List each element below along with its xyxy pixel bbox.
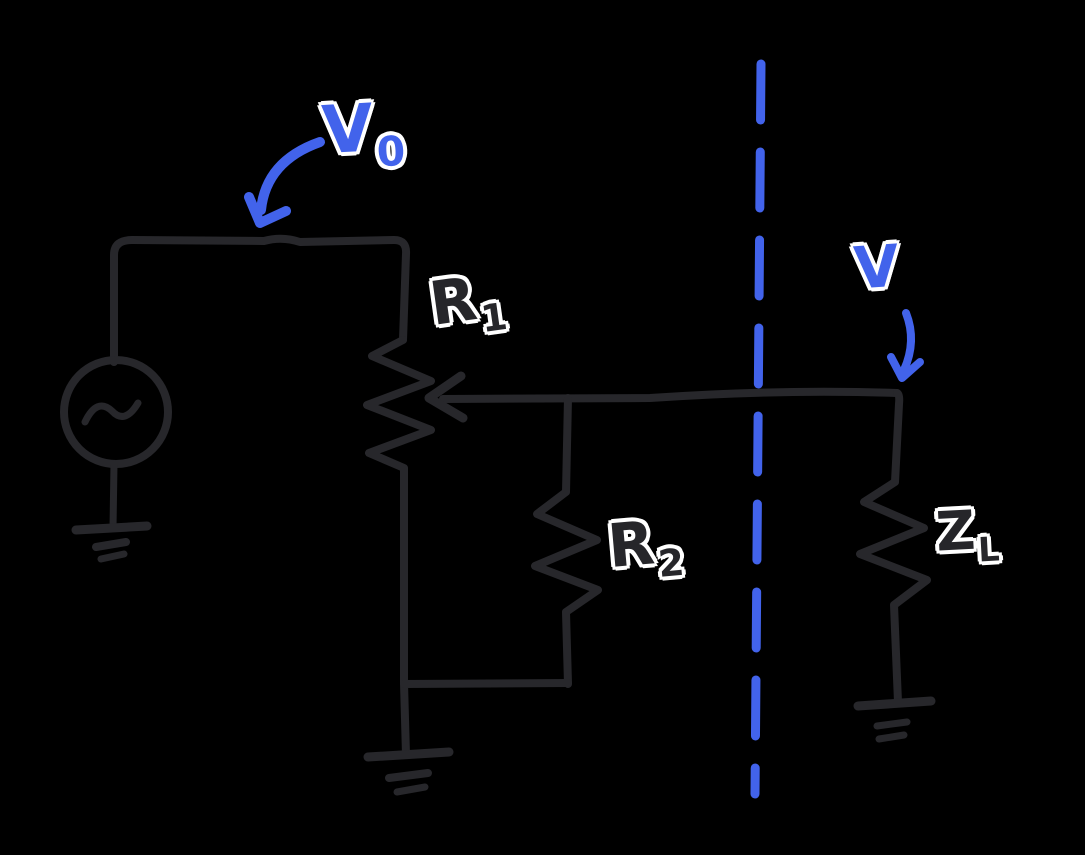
label-r2: R2 — [605, 508, 686, 586]
arrowhead-left — [424, 371, 468, 423]
label-zl-sub: L — [977, 529, 1001, 570]
r2-zigzag — [531, 394, 602, 688]
label-r1: R1 — [425, 264, 510, 342]
zl-zigzag — [856, 389, 931, 706]
label-v0-base: V — [320, 89, 376, 170]
label-r2-sub: 2 — [656, 539, 686, 586]
ground-icon-r1 — [363, 747, 454, 796]
label-r1-sub: 1 — [478, 293, 510, 342]
ac-voltage-source — [60, 234, 411, 563]
wire-top — [110, 234, 411, 366]
r1-zigzag — [363, 336, 435, 759]
wire-bottom — [400, 679, 572, 688]
wire-mid — [439, 387, 901, 403]
ground-icon-zl — [853, 696, 936, 743]
label-zl: ZL — [934, 499, 1000, 570]
ground-icon-source — [71, 521, 152, 563]
label-r1-base: R — [425, 264, 481, 340]
v0-annotation-arrow-icon — [244, 137, 325, 228]
resistor-zl — [853, 389, 936, 743]
section-boundary-dashed-line — [750, 59, 766, 799]
v-annotation-arrow-icon — [887, 309, 924, 382]
sine-wave-icon — [81, 399, 142, 426]
label-zl-base: Z — [934, 498, 977, 564]
label-v-base: V — [851, 231, 902, 303]
label-v0: V0 — [320, 90, 406, 176]
wire-source-bottom — [109, 460, 118, 532]
label-r2-base: R — [605, 508, 658, 583]
label-v: V — [852, 232, 903, 303]
wiper-arrow-icon — [424, 371, 901, 423]
resistor-r2 — [400, 394, 602, 688]
label-v0-sub: 0 — [375, 126, 407, 176]
resistor-r1 — [363, 336, 454, 796]
